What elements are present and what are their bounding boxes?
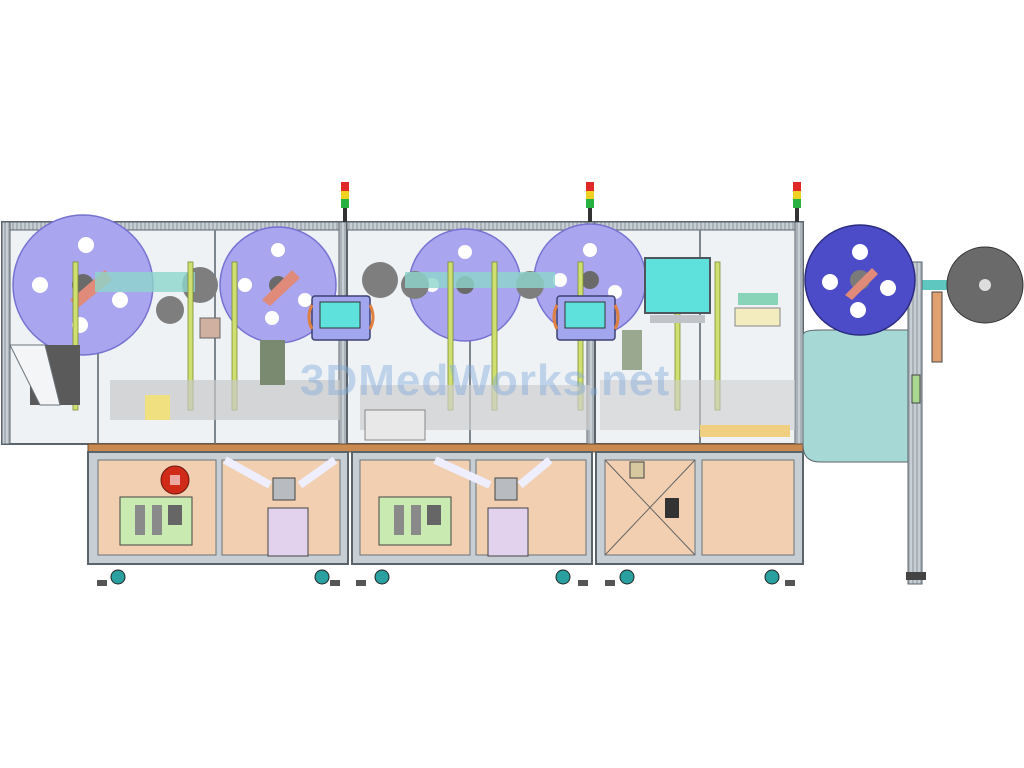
- hmi-panel-icon[interactable]: [307, 295, 375, 341]
- filter-regulator-icon: [378, 496, 452, 546]
- reel-icon: [219, 226, 337, 344]
- signal-tower-icon: [793, 182, 801, 222]
- inner-monitor: [644, 257, 711, 323]
- door-handle-icon[interactable]: [629, 461, 679, 518]
- signal-tower-icon: [341, 182, 349, 222]
- device-boxes: [223, 456, 553, 557]
- unwinder-stand: [802, 224, 1024, 585]
- side-guard: [9, 344, 61, 406]
- belt-path: [95, 272, 960, 292]
- caster-icon: [97, 569, 795, 586]
- filter-regulator-icon: [119, 496, 193, 546]
- hmi-panel-icon[interactable]: [552, 295, 620, 341]
- emergency-stop-icon[interactable]: [160, 465, 190, 495]
- internal-mechanisms: [30, 293, 795, 441]
- signal-tower-icon: [586, 182, 594, 222]
